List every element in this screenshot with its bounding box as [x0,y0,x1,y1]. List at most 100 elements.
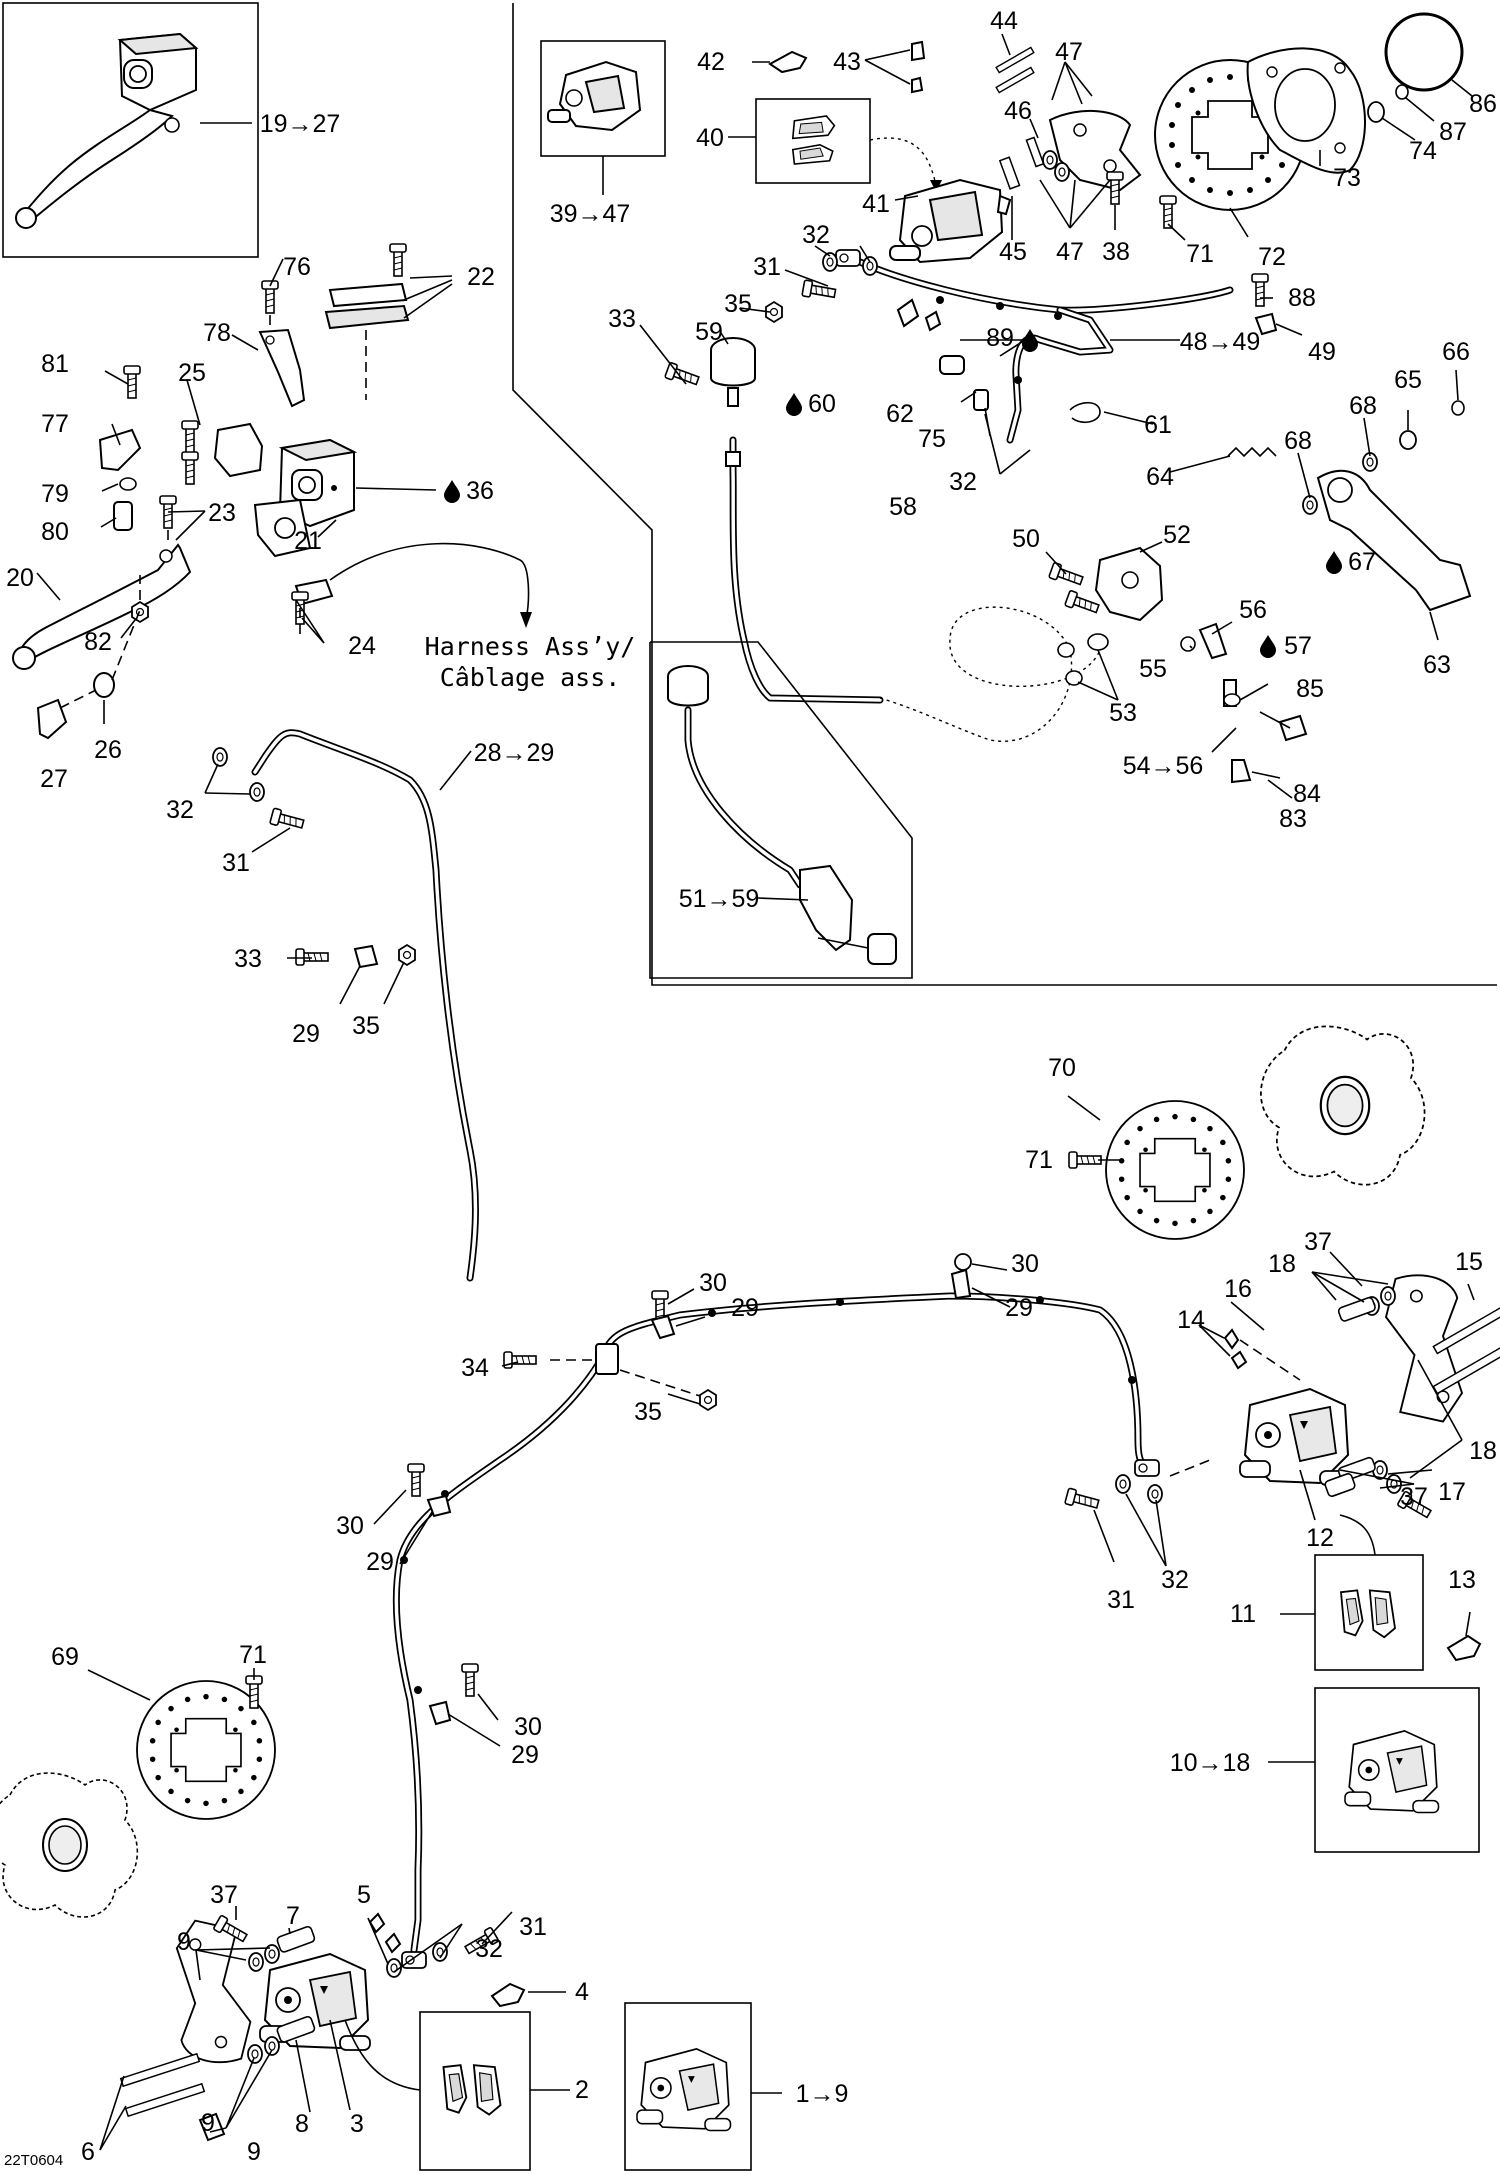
front-right-brake-assembly [1068,1025,1500,1522]
callout-69: 69 [51,1643,79,1671]
drop-icon [786,393,802,416]
callout-9-top: 9 [177,1928,191,1956]
callout-11: 11 [1230,1600,1256,1628]
drop-icon [1260,635,1276,658]
callout-29-e: 29 [511,1741,539,1769]
callout-47-bottom: 47 [1056,238,1084,266]
callout-71-top: 71 [1186,240,1214,268]
callout-70: 70 [1048,1054,1076,1082]
front-brake-lines [212,729,1211,1978]
callout-71-bottom: 71 [239,1641,267,1669]
callout-37-front-right-top: 37 [1304,1228,1332,1256]
callout-53: 53 [1109,699,1137,727]
callout-49: 49 [1308,338,1336,366]
callout-25: 25 [178,359,206,387]
callout-54-56: 54→56 [1123,752,1204,780]
callout-35-rear: 35 [724,290,752,318]
callout-58: 58 [889,493,917,521]
callout-46: 46 [1004,97,1032,125]
callout-33-front: 33 [234,945,262,973]
callout-57: 57 [1284,632,1312,660]
callout-30-c: 30 [336,1512,364,1540]
callout-18-top: 18 [1268,1250,1296,1278]
callout-31-front-b: 31 [1107,1586,1135,1614]
callout-30-d: 30 [514,1713,542,1741]
rear-master-cylinder-assembly [1047,400,1472,784]
callout-59: 59 [695,318,723,346]
drop-icon [444,480,460,503]
leaders-master-cylinder [36,258,437,724]
callout-39-47: 39→47 [550,200,631,228]
drop-icon [1326,551,1342,574]
callout-61: 61 [1144,411,1172,439]
callout-56: 56 [1239,596,1267,624]
leaders-front-left [87,1668,351,2151]
callout-45: 45 [999,238,1027,266]
spring-4 [490,1982,566,2008]
callout-76: 76 [283,253,311,281]
callout-83: 83 [1279,805,1307,833]
callout-89: 89 [986,324,1014,352]
callout-68-lower: 68 [1284,427,1312,455]
callout-85: 85 [1296,675,1324,703]
callout-44: 44 [990,7,1018,35]
callout-87: 87 [1439,118,1467,146]
callout-42: 42 [697,48,725,76]
callout-72: 72 [1258,243,1286,271]
callout-17: 17 [1438,1478,1466,1506]
leaders-rear-master-box [757,897,809,901]
rear-caliper-assembly [768,12,1464,264]
harness-note-line2: Câblage ass. [440,663,621,692]
callout-62: 62 [886,400,914,428]
callout-38: 38 [1102,238,1130,266]
callout-68-upper: 68 [1349,392,1377,420]
master-cylinder-exploded [12,243,532,740]
callout-19-27: 19→27 [260,110,341,138]
callout-80: 80 [41,518,69,546]
callout-7: 7 [286,1902,300,1930]
front-right-pads-box [1280,1514,1424,1671]
callout-2: 2 [575,2076,589,2104]
callout-43: 43 [833,48,861,76]
spring-13 [1446,1611,1482,1662]
callout-32-front-a: 32 [166,796,194,824]
callout-4: 4 [575,1978,589,2006]
callout-34: 34 [461,1354,489,1382]
callout-24: 24 [348,632,376,660]
callout-29-c: 29 [1005,1294,1033,1322]
front-left-pads-box [344,2011,570,2171]
rear-caliper-box [540,40,666,195]
callout-14: 14 [1177,1306,1205,1334]
front-left-brake-assembly [0,1675,402,2142]
callout-32-front-b: 32 [1161,1566,1189,1594]
callout-64: 64 [1146,463,1174,491]
harness-note-line1: Harness Ass’y/ [425,632,636,661]
callout-75: 75 [918,425,946,453]
callout-33-rear: 33 [608,305,636,333]
callout-3: 3 [350,2110,364,2138]
front-left-caliper-box [624,2002,782,2171]
callout-35-front-a: 35 [352,1012,380,1040]
callout-50: 50 [1012,525,1040,553]
callout-30-b: 30 [1011,1250,1039,1278]
callout-26: 26 [94,736,122,764]
callout-27: 27 [40,765,68,793]
callout-30-a: 30 [699,1269,727,1297]
rear-brake-region-border [512,3,1497,986]
callout-35-front-b: 35 [634,1398,662,1426]
callout-63: 63 [1423,651,1451,679]
callout-37-front-left: 37 [210,1881,238,1909]
callout-18-right: 18 [1469,1437,1497,1465]
callout-13: 13 [1448,1566,1476,1594]
callout-31-rear: 31 [753,253,781,281]
callout-81: 81 [41,350,69,378]
callout-60: 60 [808,390,836,418]
rear-brake-lines [663,249,1278,742]
callout-40: 40 [696,124,724,152]
callout-78: 78 [203,319,231,347]
callout-31-front-c: 31 [519,1913,547,1941]
callout-1-9: 1→9 [796,2080,849,2108]
callout-10-18: 10→18 [1170,1749,1251,1777]
callout-32-rear-b: 32 [949,468,977,496]
